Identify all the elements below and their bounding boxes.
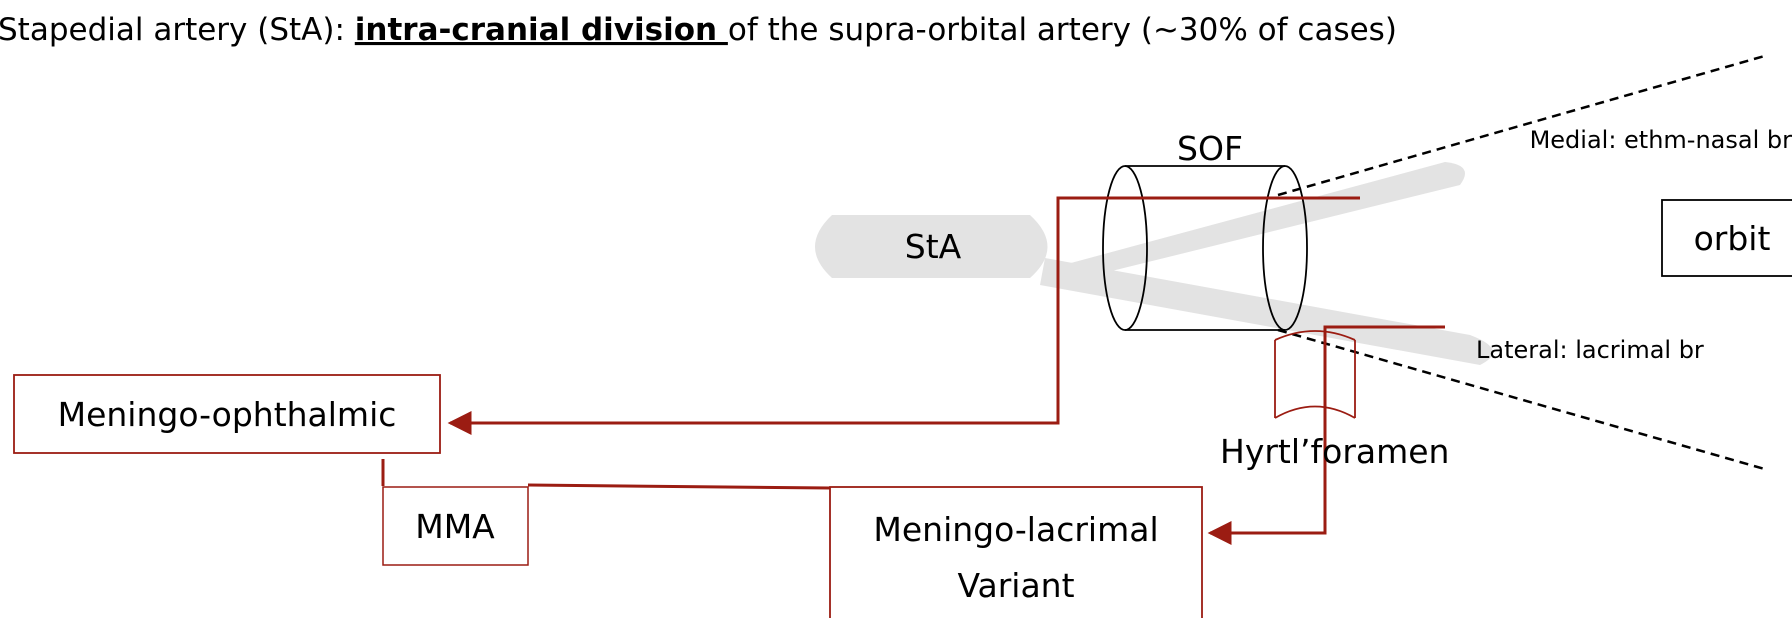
mma-frame xyxy=(382,486,529,566)
vessel-shapes xyxy=(815,162,1493,365)
mma-to-ml-connector xyxy=(527,483,831,490)
slide-title: Stapedial artery (StA): intra-cranial di… xyxy=(0,12,1397,48)
meningo-ophthalmic-label: Meningo-ophthalmic xyxy=(58,395,397,434)
sof-cylinder-right-rim xyxy=(1262,165,1308,331)
meningo-lacrimal-frame xyxy=(829,486,1203,618)
meningo-lacrimal-arrow xyxy=(1207,325,1445,545)
medial-branch-vessel xyxy=(1045,162,1465,285)
meningo-ophthalmic-box: Meningo-ophthalmic xyxy=(13,374,441,454)
orbit-upper-dashed-line xyxy=(1277,53,1769,197)
hyrtl-bottom-rim xyxy=(1274,405,1356,419)
mma-box: MMA xyxy=(382,486,529,566)
meningo-lacrimal-line2: Variant xyxy=(957,566,1074,605)
hyrtl-top-rim xyxy=(1274,330,1356,341)
meningo-ophthalmic-arrow xyxy=(447,196,1360,435)
lateral-branch-vessel xyxy=(1040,258,1493,365)
sof-cylinder xyxy=(1102,165,1308,331)
meningo-ophthalmic-frame xyxy=(13,374,441,454)
sta-vessel xyxy=(815,215,1048,278)
hyrtl-foramen-cylinder xyxy=(1274,330,1356,419)
title-emphasis: intra-cranial division xyxy=(355,12,728,48)
orbit-lower-dashed-line xyxy=(1277,328,1769,472)
meningo-lacrimal-box: Meningo-lacrimal Variant xyxy=(829,486,1203,618)
sof-label: SOF xyxy=(1177,129,1243,168)
meningo-lacrimal-line1: Meningo-lacrimal xyxy=(873,510,1158,549)
medial-branch-label: Medial: ethm-nasal br xyxy=(1530,126,1792,154)
mma-label: MMA xyxy=(415,507,495,546)
orbit-label: orbit xyxy=(1694,219,1771,258)
hyrtl-foramen-label: Hyrtl’foramen xyxy=(1220,432,1449,471)
title-suffix: of the supra-orbital artery (~30% of cas… xyxy=(728,12,1397,48)
title-prefix: Stapedial artery (StA): xyxy=(0,12,355,48)
orbit-box-frame xyxy=(1661,199,1792,277)
orbit-box: orbit xyxy=(1661,199,1792,277)
lateral-branch-label: Lateral: lacrimal br xyxy=(1476,336,1704,364)
artery-paths xyxy=(381,196,1445,545)
sta-label: StA xyxy=(905,227,962,266)
